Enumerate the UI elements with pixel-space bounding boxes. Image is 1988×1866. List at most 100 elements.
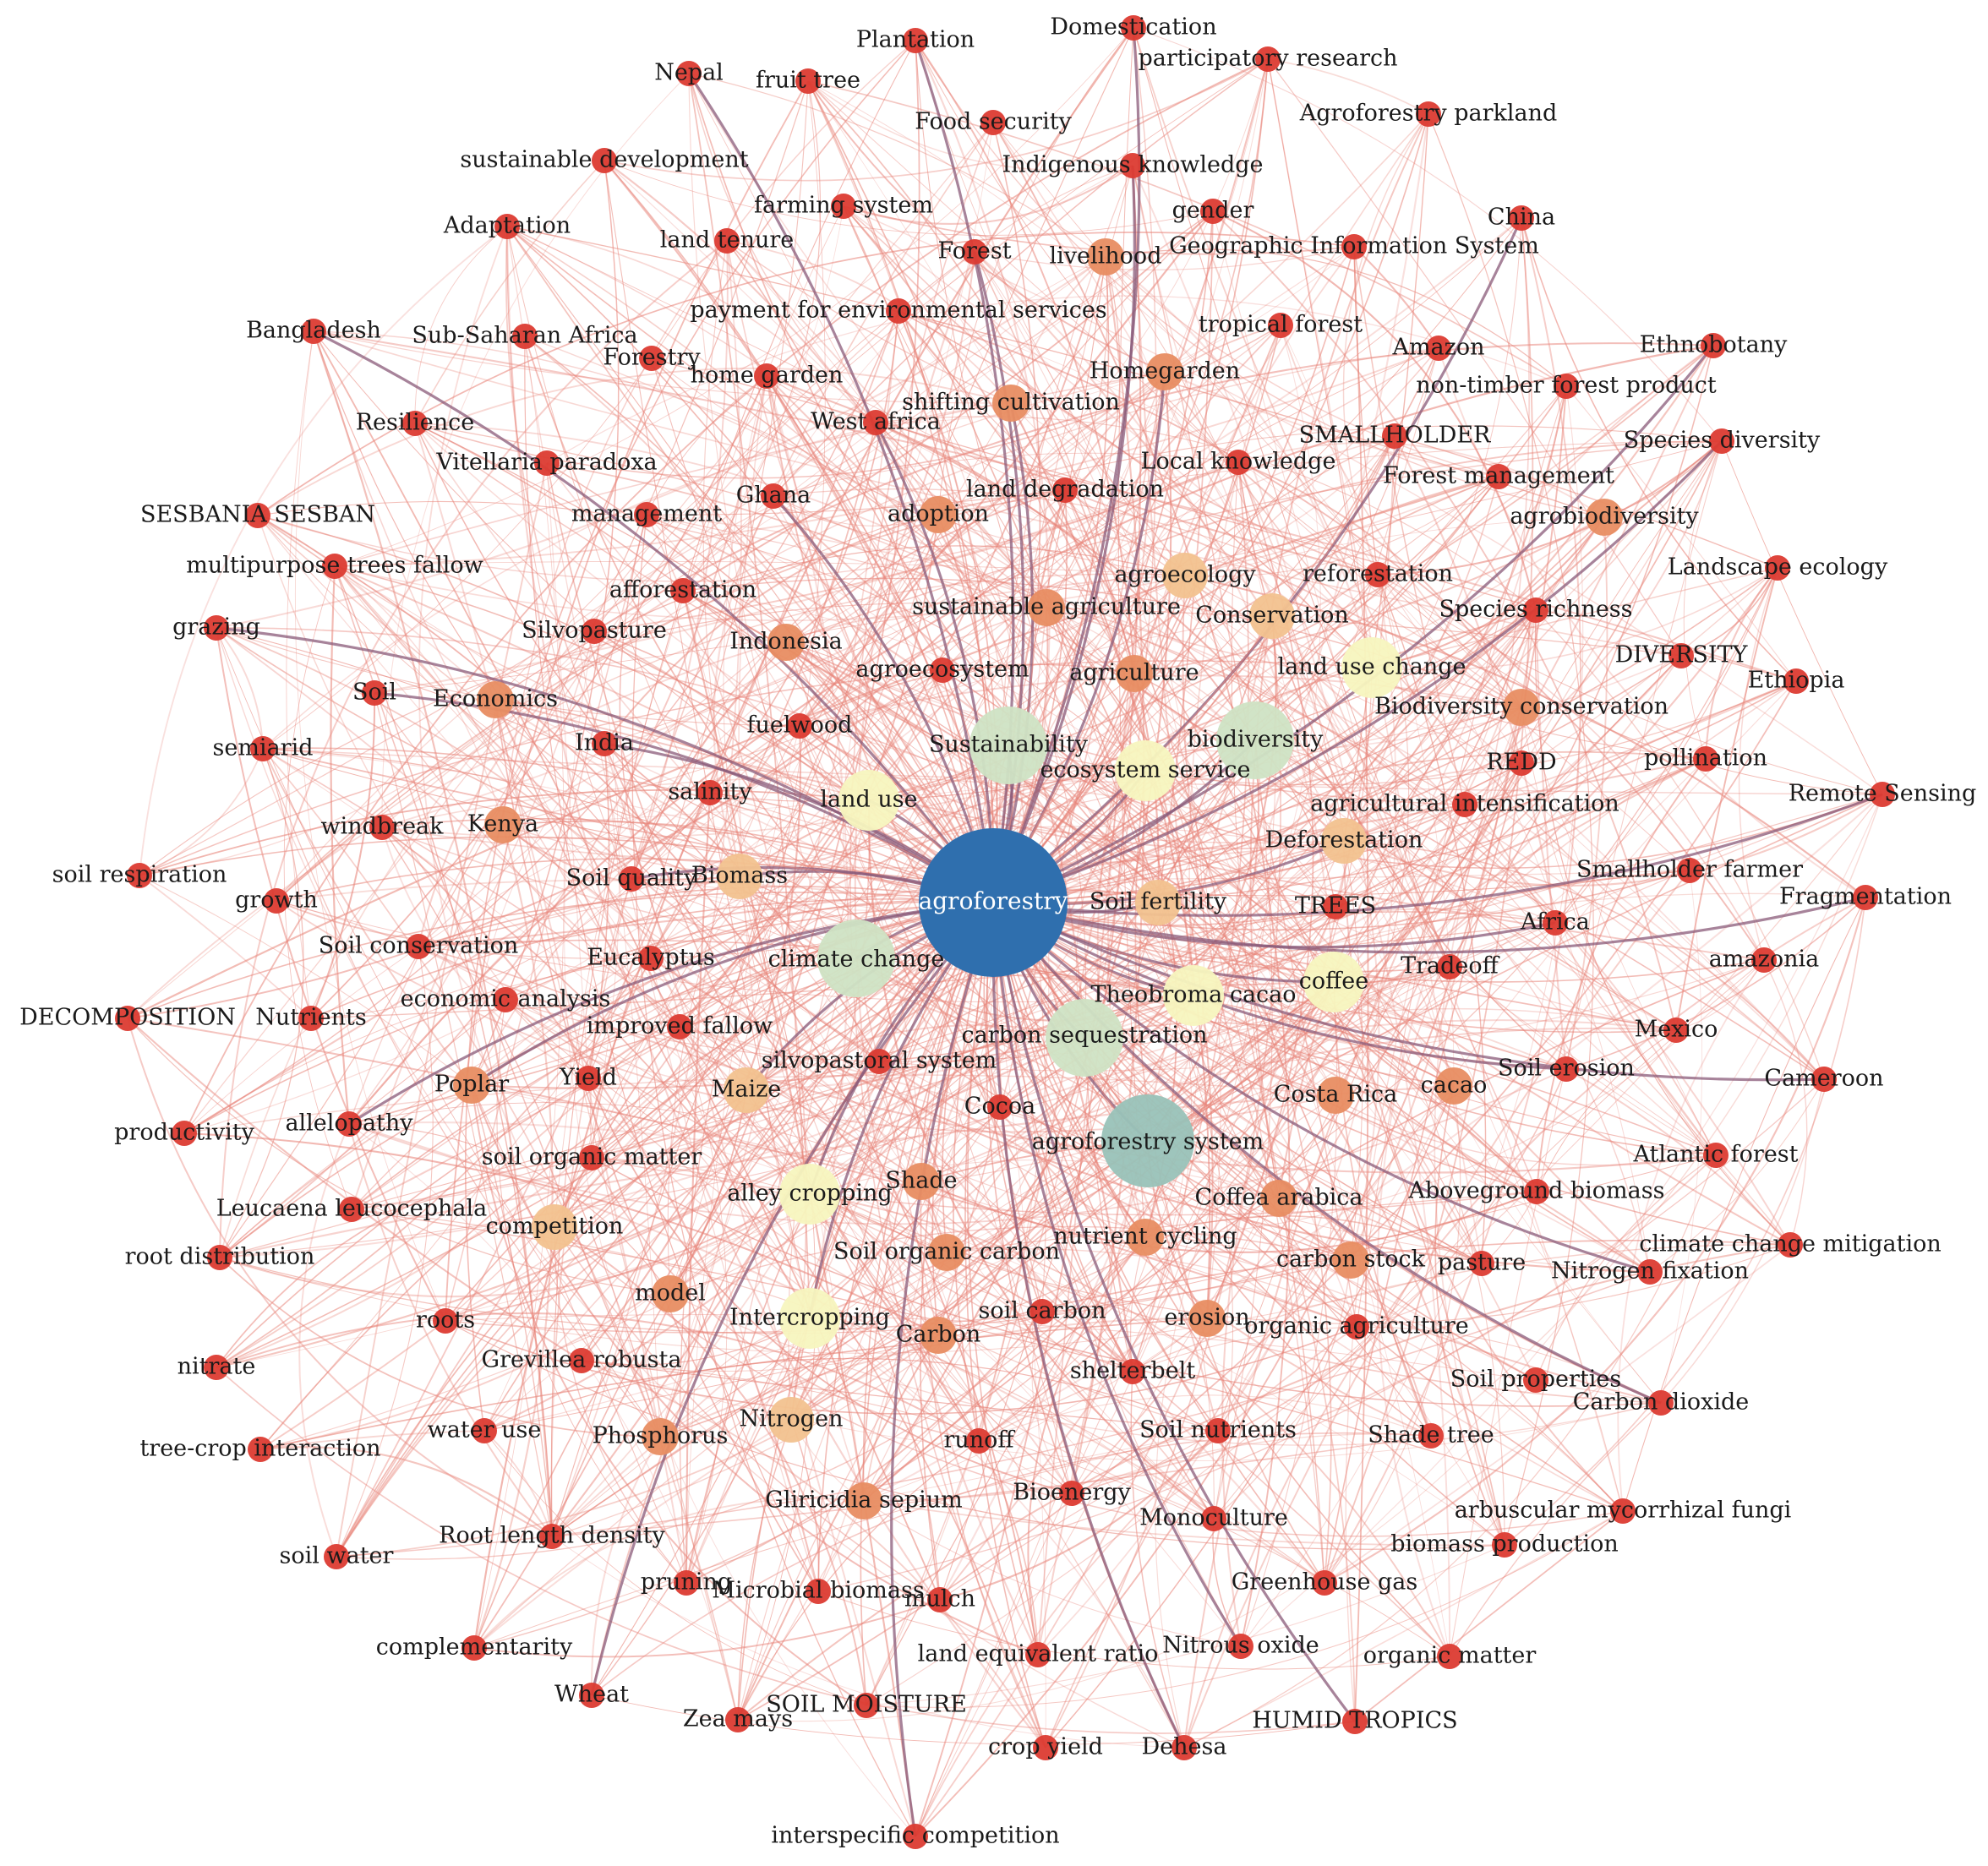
node-label-carbon: Carbon	[896, 1322, 981, 1348]
node-label-land-use-change: land use change	[1277, 654, 1466, 680]
node-adoption	[920, 496, 957, 533]
network-edge	[991, 901, 1662, 1405]
node-label-roots: roots	[416, 1307, 475, 1334]
network-edge	[505, 226, 1046, 1749]
network-edge	[298, 1123, 350, 1558]
node-pollination	[1693, 746, 1718, 772]
node-cacao	[1435, 1067, 1472, 1105]
node-label-nutrients: Nutrients	[255, 1005, 366, 1031]
node-forest-management	[1486, 464, 1511, 489]
network-edge	[1536, 758, 1707, 1192]
network-edge	[809, 567, 1778, 1319]
network-edge	[863, 1500, 1505, 1547]
network-edge	[1164, 371, 1499, 478]
node-label-land-degradation: land degradation	[966, 477, 1164, 503]
node-amazon	[1426, 336, 1451, 361]
network-edge	[659, 902, 994, 1438]
node-shifting-cultivation	[992, 385, 1030, 422]
network-edge	[646, 514, 994, 903]
network-edge	[942, 435, 1395, 671]
network-edge	[554, 1226, 687, 1584]
node-label-productivity: productivity	[114, 1120, 254, 1146]
node-label-silvopastoral-system: silvopastoral system	[762, 1048, 997, 1074]
network-edge	[445, 514, 647, 1322]
network-edge	[524, 336, 994, 903]
network-edge	[473, 336, 565, 1649]
network-edge	[685, 902, 994, 1584]
network-edge	[505, 516, 1605, 1001]
node-label-soil-carbon: soil carbon	[978, 1298, 1106, 1324]
network-edge	[1237, 461, 1450, 968]
network-edge	[688, 73, 1651, 1273]
network-edge	[817, 739, 1256, 1592]
network-edge	[898, 310, 1765, 961]
network-edge	[946, 804, 1466, 1253]
network-edge	[659, 966, 1450, 1438]
node-label-land-equivalent-ratio: land equivalent ratio	[918, 1641, 1159, 1667]
network-edge	[546, 295, 1567, 464]
node-label-nepal: Nepal	[654, 60, 724, 86]
network-edge	[992, 902, 1717, 1156]
network-edge	[875, 422, 1332, 1584]
network-edge	[688, 73, 1677, 1031]
node-label-soil-quality: Soil quality	[566, 865, 697, 892]
network-edge	[219, 80, 809, 1258]
node-label-cacao: cacao	[1421, 1072, 1488, 1099]
network-edge	[139, 836, 994, 903]
network-edge	[875, 246, 1355, 423]
network-edge	[866, 794, 1883, 1706]
network-edge	[471, 1084, 687, 1584]
node-adaptation	[494, 214, 520, 239]
network-edge	[739, 870, 1690, 880]
node-label-fragmentation: Fragmentation	[1779, 884, 1952, 910]
network-edge	[336, 995, 1194, 1558]
node-mexico	[1663, 1018, 1689, 1043]
network-edge	[262, 747, 994, 903]
network-edge	[809, 680, 1797, 1319]
network-edge	[1041, 680, 1797, 1312]
node-label-agroforestry-parkland: Agroforestry parkland	[1299, 101, 1558, 127]
node-label-payment-for-environmental-services: payment for environmental services	[690, 297, 1106, 324]
node-label-competition: competition	[486, 1214, 624, 1240]
node-label-sub-saharan-africa: Sub-Saharan Africa	[412, 323, 637, 349]
network-edge	[216, 627, 632, 880]
network-edge	[257, 501, 1146, 772]
node-homegarden	[1146, 353, 1183, 390]
network-edge	[991, 217, 1523, 904]
node-label-poplar: Poplar	[434, 1072, 509, 1098]
node-label-leucaena-leucocephala: Leucaena leucocephala	[216, 1196, 488, 1222]
network-edge	[1343, 840, 1825, 1080]
node-windbreak	[369, 815, 395, 840]
network-edge	[992, 902, 1765, 983]
node-label-root-distribution: root distribution	[125, 1244, 315, 1270]
network-edge	[898, 310, 1522, 764]
network-edge	[183, 669, 943, 1134]
network-edge	[381, 827, 661, 1438]
network-edge	[1536, 1029, 1677, 1192]
network-edge	[991, 902, 1186, 1749]
network-edge	[604, 217, 1522, 745]
network-edge	[992, 901, 1567, 1071]
node-label-organic-matter: organic matter	[1363, 1643, 1537, 1669]
network-edge	[992, 122, 1041, 903]
network-edge	[127, 1018, 553, 1537]
node-species-diversity	[1709, 428, 1734, 454]
node-nepal	[676, 61, 702, 86]
node-agriculture	[1116, 655, 1153, 692]
network-edge	[785, 641, 1133, 1372]
node-soil-respiration	[127, 863, 152, 888]
node-farming-system	[831, 194, 856, 219]
network-edge	[1105, 248, 1567, 387]
network-edge	[766, 375, 1146, 1238]
network-edge	[127, 1018, 1357, 1328]
node-wheat	[579, 1683, 604, 1708]
node-pasture	[1469, 1251, 1494, 1276]
network-edge	[139, 210, 1214, 876]
network-edge	[878, 906, 1336, 1062]
network-edge	[937, 440, 1723, 516]
node-label-biomass-production: biomass production	[1390, 1531, 1619, 1558]
node-label-yield: Yield	[559, 1065, 617, 1091]
network-edge	[1324, 1244, 1791, 1584]
network-edge	[473, 902, 994, 1649]
